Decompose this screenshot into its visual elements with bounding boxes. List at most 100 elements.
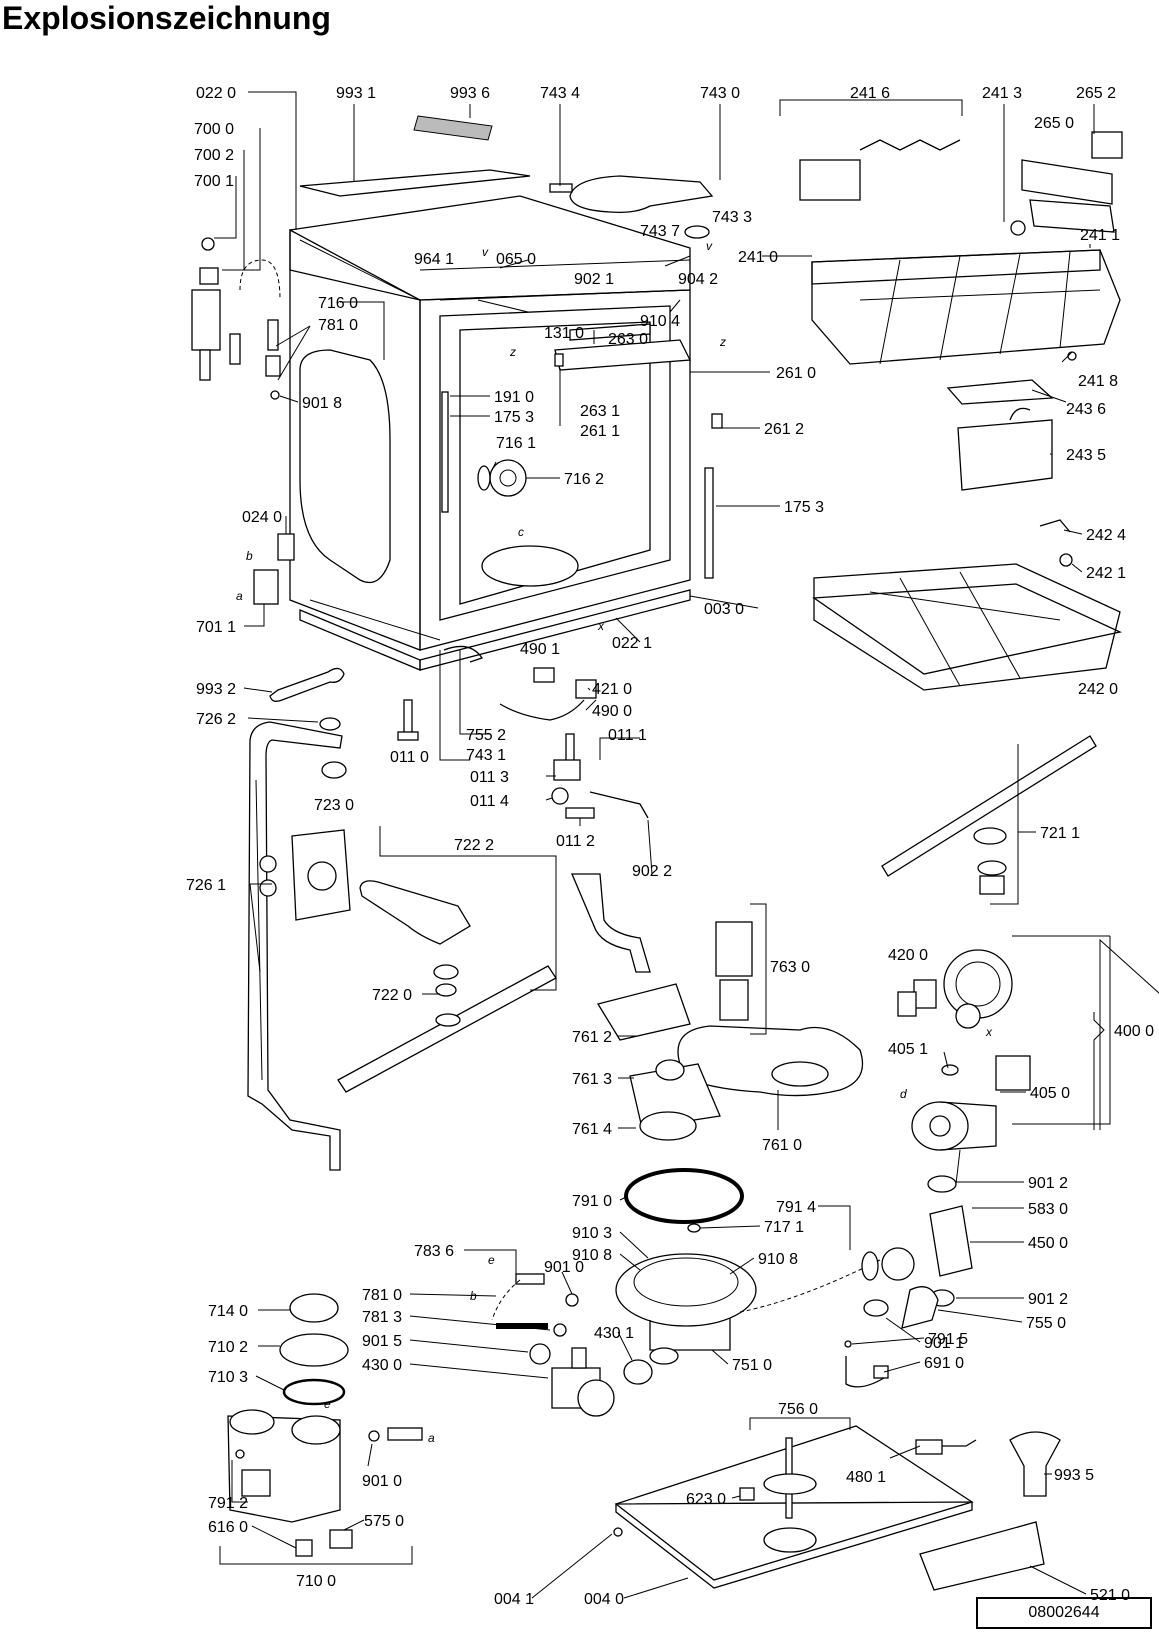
part-label: 714 0 xyxy=(208,1303,248,1320)
cap-726-2-part xyxy=(319,717,341,731)
hose-583-part xyxy=(929,1205,973,1277)
plug-717-1-part xyxy=(687,1223,701,1233)
clamp-901-2a-part xyxy=(927,1175,957,1193)
seal-791-5-part xyxy=(844,1340,852,1348)
hook-755-2-part xyxy=(443,645,484,663)
part-label: 756 0 xyxy=(778,1401,818,1418)
part-label: 265 2 xyxy=(1076,85,1116,102)
connection-letter: x xyxy=(597,619,605,633)
seal-726-1a-part xyxy=(259,855,277,873)
nut-722-0-part xyxy=(433,964,459,980)
part-label: 022 0 xyxy=(196,85,236,102)
part-label: 743 1 xyxy=(466,747,506,764)
hose-connector-part xyxy=(387,1427,423,1441)
part-label: 902 2 xyxy=(632,863,672,880)
bracket-024-part xyxy=(277,533,295,561)
part-label: 743 7 xyxy=(640,223,680,240)
cable-902-2-part xyxy=(589,791,649,819)
power-cord-part xyxy=(499,699,585,721)
part-drawings xyxy=(191,115,1123,1591)
part-label: 004 0 xyxy=(584,1591,624,1608)
part-label: 575 0 xyxy=(364,1513,404,1530)
part-label: 763 0 xyxy=(770,959,810,976)
part-label: 261 1 xyxy=(580,423,620,440)
part-label: 405 0 xyxy=(1030,1085,1070,1102)
part-label: 175 3 xyxy=(494,409,534,426)
part-label: 241 6 xyxy=(850,85,890,102)
screw-901-0-part xyxy=(565,1293,579,1307)
panel-521-part xyxy=(919,1521,1045,1591)
tine-241-6-part xyxy=(859,139,961,151)
part-label: 131 0 xyxy=(544,325,584,342)
switch-421-part xyxy=(575,679,597,699)
foot-011-4-part xyxy=(551,787,569,805)
part-label: 993 5 xyxy=(1054,1467,1094,1484)
seal-405-1-part xyxy=(941,1064,959,1076)
part-label: 263 1 xyxy=(580,403,620,420)
part-label: 791 2 xyxy=(208,1495,248,1512)
part-label: 901 0 xyxy=(362,1473,402,1490)
part-label: 191 0 xyxy=(494,389,534,406)
part-label: 716 1 xyxy=(496,435,536,452)
part-label: 243 5 xyxy=(1066,447,1106,464)
part-label: 791 0 xyxy=(572,1193,612,1210)
part-label: 011 4 xyxy=(470,793,509,810)
grid-243-6-part xyxy=(946,379,1054,405)
part-label: 004 1 xyxy=(494,1591,534,1608)
connection-letter: z xyxy=(719,335,726,349)
part-label: 490 1 xyxy=(520,641,560,658)
rack-241-6-part xyxy=(799,159,861,201)
valve-575-part xyxy=(329,1529,353,1549)
part-label: 623 0 xyxy=(686,1491,726,1508)
part-label: 175 3 xyxy=(784,499,824,516)
part-label: 263 0 xyxy=(608,331,648,348)
lower-basket-part xyxy=(812,563,1123,691)
rail-263-part xyxy=(569,323,651,341)
wheel-241-3-part xyxy=(1010,220,1026,236)
tub-frame-part xyxy=(289,195,691,671)
part-labels: 022 0 993 1 993 6 743 4 743 0 241 6 241 … xyxy=(186,85,1154,1608)
part-label: 241 0 xyxy=(738,249,778,266)
circulation-pump-part xyxy=(913,949,1013,1029)
part-label: 420 0 xyxy=(888,947,928,964)
foot-011-3-part xyxy=(553,759,581,781)
sump-opening-part xyxy=(481,545,579,587)
connection-letter: x xyxy=(985,1025,993,1039)
seal-726-1b-part xyxy=(259,879,277,897)
part-label: 430 0 xyxy=(362,1357,402,1374)
part-label: 400 0 xyxy=(1114,1023,1154,1040)
clip-781-3-part xyxy=(553,1323,567,1337)
elbow-755-part xyxy=(901,1286,939,1329)
part-label: 243 6 xyxy=(1066,401,1106,418)
part-label: 011 3 xyxy=(470,769,509,786)
ring-seal-791-part xyxy=(624,1168,744,1224)
cutlery-basket-part xyxy=(957,419,1053,491)
cap-714-part xyxy=(289,1293,339,1323)
connection-letter: d xyxy=(900,1087,907,1101)
clip-263-1-part xyxy=(554,353,564,367)
part-label: 701 1 xyxy=(196,619,236,636)
part-label: 700 2 xyxy=(194,147,234,164)
part-label: 791 4 xyxy=(776,1199,816,1216)
part-label: 011 0 xyxy=(390,749,429,766)
door-seal-part xyxy=(299,349,391,584)
part-label: 261 2 xyxy=(764,421,804,438)
screw-901-0b-part xyxy=(368,1430,380,1442)
inlet-valve-assembly-part xyxy=(191,237,281,381)
part-label: 781 0 xyxy=(318,317,358,334)
ring-part xyxy=(684,225,710,239)
top-strip-part xyxy=(299,169,531,197)
part-label: 781 0 xyxy=(362,1287,402,1304)
part-label: 241 8 xyxy=(1078,373,1118,390)
connection-letter: e xyxy=(488,1253,495,1267)
part-label: 726 1 xyxy=(186,877,226,894)
capacitor-420-part xyxy=(897,991,917,1017)
connection-letter: a xyxy=(236,589,243,603)
part-label: 723 0 xyxy=(314,797,354,814)
clip-265-2-part xyxy=(1091,131,1123,159)
part-label: 910 8 xyxy=(758,1251,798,1268)
clip-261-2-part xyxy=(711,413,723,429)
base-plate-part xyxy=(614,1425,974,1589)
part-label: 721 1 xyxy=(1040,825,1080,842)
part-label: 065 0 xyxy=(496,251,536,268)
